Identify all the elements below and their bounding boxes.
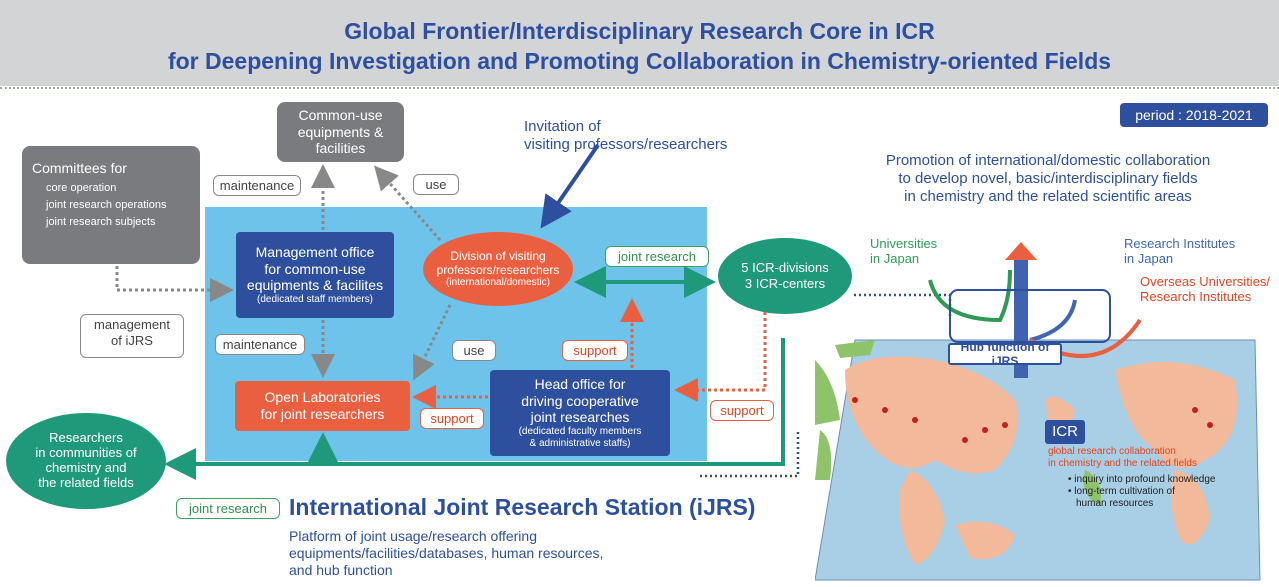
title-line-2: for Deepening Investigation and Promotin… — [167, 48, 1112, 74]
world-map — [814, 330, 1265, 582]
icr-badge: ICR — [1045, 420, 1085, 444]
ijrs-desc-line: equipments/facilities/databases, human r… — [289, 545, 604, 561]
bullet-item: • long-term cultivation of — [1068, 486, 1175, 497]
collab-text: global research collaboration in chemist… — [1048, 446, 1197, 470]
ijrs-desc-line: and hub function — [289, 562, 393, 578]
world-map-graphic — [814, 339, 1261, 581]
invitation-line: visiting professors/researchers — [524, 136, 728, 153]
common-use-line: Common-use — [298, 106, 383, 123]
head-office-line: Head office for — [534, 375, 626, 392]
arrow-division-to-common — [374, 165, 442, 241]
management-office-line: equipments & facilites — [246, 277, 384, 294]
overseas-line: Research Institutes — [1140, 289, 1252, 304]
icr-divisions-ellipse: 5 ICR-divisions 3 ICR-centers — [718, 238, 852, 314]
use-tag: use — [413, 174, 459, 195]
researchers-line: in communities of — [35, 445, 137, 461]
promotion-text: Promotion of international/domestic coll… — [808, 152, 1279, 206]
support-tag: support — [420, 408, 484, 429]
head-office-box: Head office for driving cooperative join… — [490, 370, 670, 456]
committees-title: Committees for — [32, 160, 127, 176]
researchers-ellipse: Researchers in communities of chemistry … — [6, 413, 166, 509]
division-sub: (international/domestic) — [446, 277, 550, 289]
management-office-box: Management office for common-use equipme… — [236, 232, 394, 318]
header-banner — [0, 0, 1279, 86]
management-ijrs-line: management — [94, 317, 170, 332]
researchers-line: Researchers — [49, 430, 123, 446]
invitation-line: Invitation of — [524, 118, 601, 135]
maintenance-tag: maintenance — [213, 175, 301, 196]
management-ijrs-line: of iJRS — [111, 333, 153, 348]
head-office-sub: & administrative staffs) — [529, 438, 631, 450]
use-tag: use — [452, 340, 496, 361]
committee-item: joint research subjects — [46, 216, 156, 228]
universities-line: Universities — [870, 236, 938, 251]
committee-item: joint research operations — [46, 199, 167, 211]
management-office-sub: (dedicated staff members) — [257, 294, 373, 306]
support-tag: support — [562, 340, 628, 361]
ijrs-desc-line: Platform of joint usage/research offerin… — [289, 528, 537, 544]
arrow-to-researchers — [164, 338, 785, 480]
promotion-line: Promotion of international/domestic coll… — [885, 152, 1211, 169]
promotion-line: in chemistry and the related scientific … — [904, 188, 1192, 205]
invitation-text: Invitation of visiting professors/resear… — [524, 118, 727, 154]
common-use-line: equipments & — [297, 123, 384, 140]
title-line-1: Global Frontier/Interdisciplinary Resear… — [344, 18, 935, 44]
support-tag: support — [710, 400, 774, 421]
management-ijrs-tag: management of iJRS — [80, 314, 184, 358]
division-line: Division of visiting — [450, 248, 546, 263]
open-labs-line: for joint researchers — [260, 406, 385, 422]
common-use-box: Common-use equipments & facilities — [277, 102, 404, 162]
overseas-line: Overseas Universities/ — [1140, 274, 1271, 289]
hub-function-badge: Hub function of iJRS — [948, 340, 1062, 368]
hub-arrow-head — [1005, 242, 1037, 260]
arrow-division-to-openlabs — [413, 304, 452, 381]
icr-divisions-line: 5 ICR-divisions — [741, 260, 829, 276]
promotion-line: to develop novel, basic/interdisciplinar… — [898, 170, 1198, 187]
bullet-text: human resources — [1076, 498, 1154, 509]
researchers-line: the related fields — [38, 474, 134, 490]
committee-item: core operation — [46, 182, 117, 194]
open-laboratories-box: Open Laboratories for joint researchers — [235, 381, 410, 431]
universities-line: in Japan — [870, 251, 920, 266]
header-divider — [0, 87, 1279, 89]
joint-research-tag: joint research — [176, 498, 280, 519]
maintenance-tag: maintenance — [215, 334, 305, 355]
institutes-label: Research Institutes in Japan — [1124, 236, 1235, 266]
institutes-line: in Japan — [1124, 251, 1174, 266]
management-office-line: Management office — [255, 243, 375, 260]
head-office-line: joint researches — [530, 409, 630, 426]
head-office-line: driving cooperative — [521, 392, 639, 409]
collab-line: in chemistry and the related fields — [1048, 458, 1197, 469]
bullet-list: • inquiry into profound knowledge • long… — [1068, 474, 1216, 510]
bullet-text: long-term cultivation of — [1074, 486, 1175, 497]
common-use-line: facilities — [315, 140, 366, 157]
head-office-sub: (dedicated faculty members — [518, 426, 642, 438]
icr-divisions-line: 3 ICR-centers — [744, 276, 826, 291]
ijrs-title: International Joint Research Station (iJ… — [289, 494, 756, 520]
joint-research-tag: joint research — [605, 246, 709, 267]
arrow-icr-to-head — [674, 312, 767, 402]
institutes-line: Research Institutes — [1124, 236, 1236, 251]
researchers-line: chemistry and — [45, 460, 127, 475]
division-line: professors/researchers — [436, 263, 560, 277]
arrow-committee-to-mgmt — [115, 266, 234, 302]
universities-label: Universities in Japan — [870, 236, 937, 266]
management-office-line: for common-use — [264, 260, 366, 277]
division-visiting-ellipse: Division of visiting professors/research… — [423, 232, 573, 306]
ijrs-description: Platform of joint usage/research offerin… — [289, 528, 603, 579]
open-labs-line: Open Laboratories — [264, 389, 381, 406]
committees-box: Committees for core operation joint rese… — [22, 146, 200, 264]
period-badge: period : 2018-2021 — [1120, 103, 1268, 127]
collab-line: global research collaboration — [1048, 446, 1176, 457]
overseas-label: Overseas Universities/ Research Institut… — [1140, 274, 1270, 304]
bullet-item: • inquiry into profound knowledge — [1068, 474, 1216, 485]
arrow-invitation — [540, 143, 600, 229]
bullet-text: inquiry into profound knowledge — [1074, 474, 1216, 485]
